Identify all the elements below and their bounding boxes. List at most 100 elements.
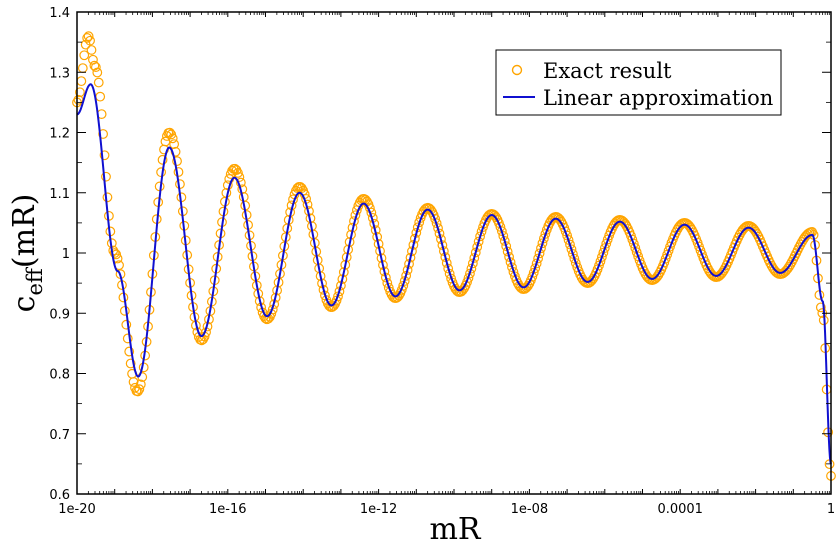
exact-result-point xyxy=(495,221,506,232)
exact-result-point xyxy=(601,238,612,249)
exact-result-point xyxy=(331,295,342,306)
exact-result-point xyxy=(562,230,572,241)
exact-result-point xyxy=(109,248,120,258)
y-axis-title-tail: (mR) xyxy=(7,194,42,268)
exact-result-point xyxy=(528,267,539,278)
exact-result-point xyxy=(527,271,538,282)
exact-result-point xyxy=(85,35,95,46)
exact-result-point xyxy=(164,127,175,138)
exact-result-point xyxy=(533,253,543,264)
exact-result-point xyxy=(594,260,604,271)
y-tick-label: 1.2 xyxy=(49,127,70,142)
exact-result-point xyxy=(530,263,541,274)
exact-result-point xyxy=(523,280,533,291)
legend-box xyxy=(495,49,782,116)
exact-result-point xyxy=(89,60,100,71)
exact-result-point xyxy=(631,247,642,258)
x-axis-title: mR xyxy=(429,512,481,545)
exact-result-point xyxy=(470,247,481,258)
exact-result-point xyxy=(99,150,110,161)
exact-result-point xyxy=(531,258,542,269)
exact-result-point xyxy=(134,384,145,395)
exact-result-point xyxy=(438,246,449,257)
exact-result-point xyxy=(588,273,599,284)
exact-result-point xyxy=(537,238,548,249)
x-tick-label: 1e-16 xyxy=(209,502,247,517)
exact-result-point xyxy=(539,233,549,244)
exact-result-point xyxy=(628,238,639,249)
exact-result-point xyxy=(475,231,486,242)
exact-result-point xyxy=(653,269,664,280)
exact-result-point xyxy=(396,284,407,295)
exact-result-point xyxy=(173,167,184,177)
exact-result-point xyxy=(795,239,806,250)
exact-result-point xyxy=(627,234,638,245)
exact-result-point xyxy=(569,253,580,264)
legend: Exact result Linear approximation xyxy=(495,49,782,116)
exact-result-point xyxy=(74,87,85,98)
exact-result-point xyxy=(157,154,168,165)
y-tick-label: 0.9 xyxy=(49,307,70,322)
exact-result-point xyxy=(568,249,578,259)
exact-result-point xyxy=(128,377,139,387)
exact-result-point xyxy=(82,33,93,43)
exact-result-point xyxy=(233,168,243,178)
exact-result-point xyxy=(169,139,180,150)
exact-result-point xyxy=(462,277,472,287)
exact-result-point xyxy=(437,240,448,251)
y-tick-label: 0.8 xyxy=(49,368,70,383)
series-exact-result xyxy=(72,31,836,481)
exact-result-point xyxy=(599,243,610,254)
x-tick-label: 1 xyxy=(827,502,835,517)
exact-result-point xyxy=(172,156,182,167)
legend-label-exact: Exact result xyxy=(543,59,672,83)
exact-result-point xyxy=(630,242,641,253)
exact-result-point xyxy=(90,62,101,73)
exact-result-point xyxy=(750,226,761,237)
y-tick-label: 1.1 xyxy=(49,187,70,202)
exact-result-point xyxy=(685,222,696,233)
exact-result-point xyxy=(620,218,630,229)
exact-result-point xyxy=(328,301,339,311)
exact-result-point xyxy=(227,165,238,176)
exact-result-point xyxy=(565,239,575,250)
x-tick-label: 1e-08 xyxy=(511,502,549,517)
exact-result-point xyxy=(98,129,108,139)
y-tick-label: 1.4 xyxy=(49,6,70,21)
x-tick-label: 0.0001 xyxy=(657,502,703,517)
exact-result-point xyxy=(595,256,606,267)
exact-result-point xyxy=(135,379,146,390)
exact-result-point xyxy=(563,235,574,245)
exact-result-point xyxy=(469,253,480,263)
x-tick-label: 1e-20 xyxy=(58,502,96,517)
exact-result-point xyxy=(167,133,178,144)
exact-result-point xyxy=(785,259,796,270)
exact-result-point xyxy=(101,171,111,182)
y-axis-title-main: c xyxy=(7,296,42,313)
exact-result-point xyxy=(472,242,483,252)
exact-result-point xyxy=(92,67,103,78)
exact-result-point xyxy=(491,212,501,223)
exact-result-point xyxy=(125,358,136,369)
exact-result-point xyxy=(86,45,97,55)
exact-result-point xyxy=(79,50,90,61)
y-axis-title-sub: eff xyxy=(23,266,47,295)
exact-result-point xyxy=(784,261,794,272)
exact-result-point xyxy=(496,226,507,237)
exact-result-point xyxy=(598,247,609,258)
exact-result-point xyxy=(597,252,607,262)
y-tick-label: 0.6 xyxy=(49,488,70,503)
exact-result-point xyxy=(124,346,135,357)
y-axis-title: ceff(mR) xyxy=(7,194,47,313)
exact-result-point xyxy=(504,252,515,262)
x-tick-label: 1e-12 xyxy=(360,502,398,517)
legend-marker-exact xyxy=(511,64,523,76)
exact-result-point xyxy=(534,248,545,259)
exact-result-point xyxy=(501,241,512,252)
exact-result-point xyxy=(473,236,484,247)
exact-result-point xyxy=(121,319,132,330)
exact-result-point xyxy=(536,243,546,254)
exact-result-point xyxy=(93,77,104,88)
